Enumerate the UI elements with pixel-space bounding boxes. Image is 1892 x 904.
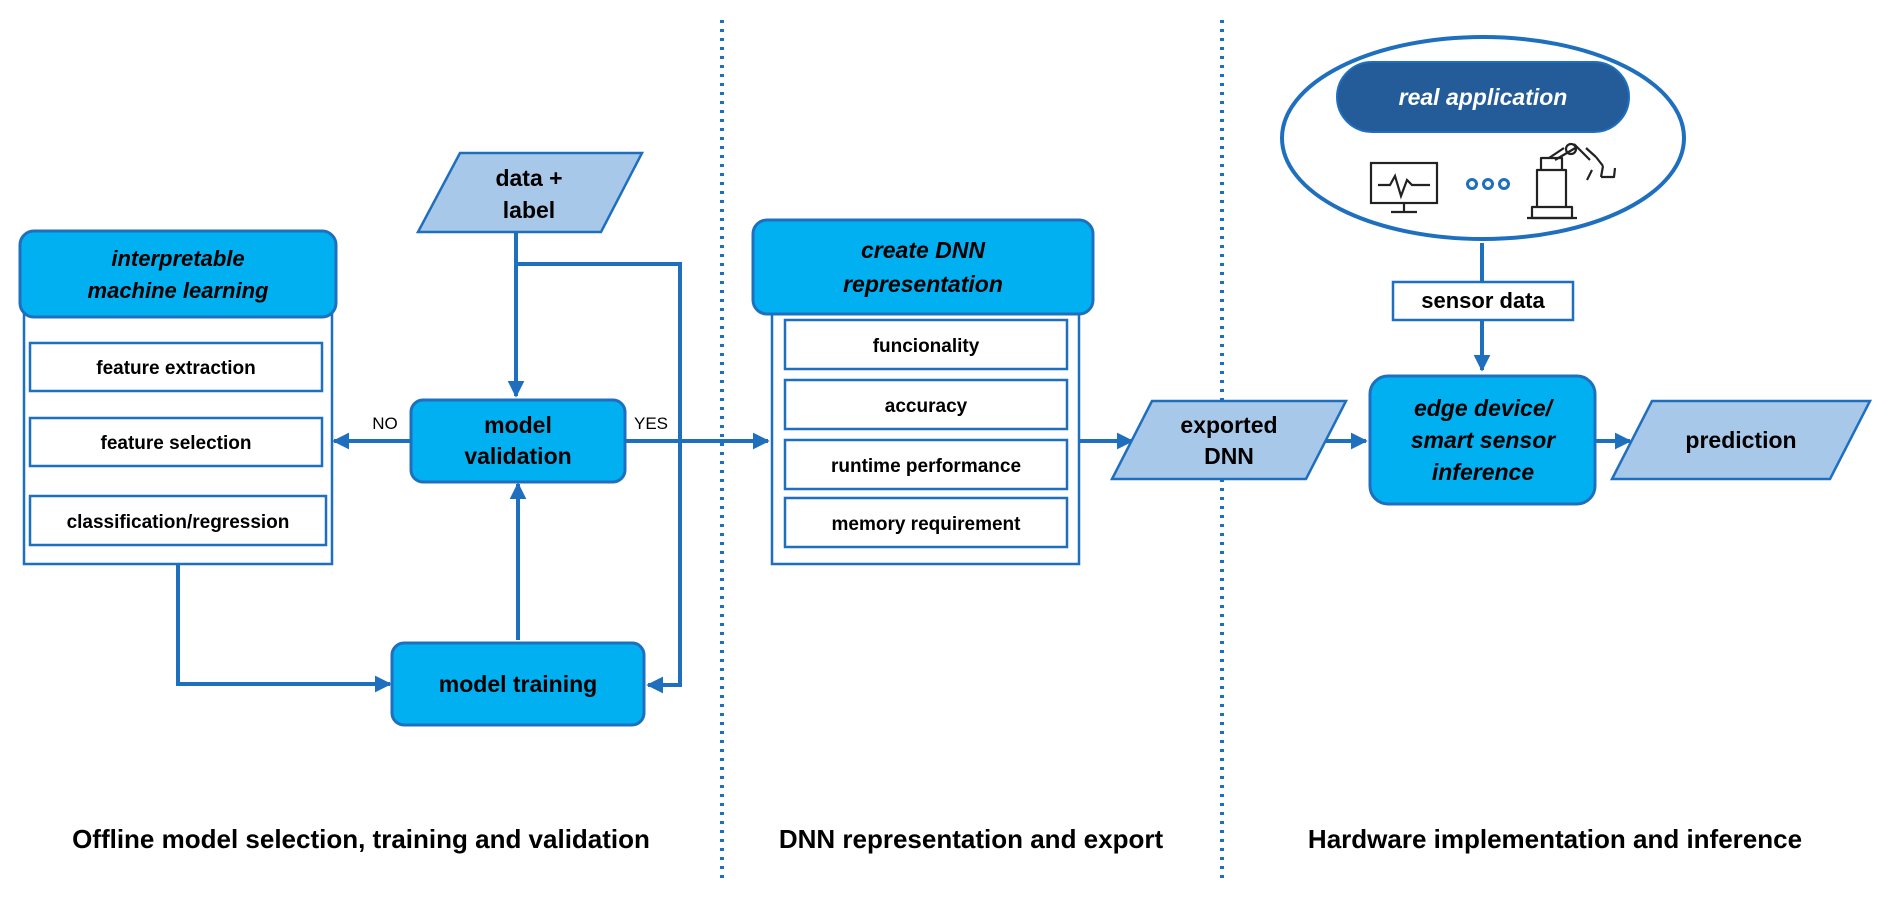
criterion-functionality-box xyxy=(783,318,1069,371)
create-dnn-title-line1: create DNN xyxy=(861,237,985,263)
interpretable-ml-header xyxy=(18,229,338,319)
decision-yes-label: YES xyxy=(634,414,668,433)
model-training-label: model training xyxy=(439,671,597,697)
model-training-box xyxy=(390,641,646,727)
sensor-data-label: sensor data xyxy=(1421,288,1545,313)
criterion-memory-label: memory requirement xyxy=(831,514,1021,535)
section-caption-offline: Offline model selection, training and va… xyxy=(72,824,650,854)
data-label-line1: data + xyxy=(495,165,562,191)
criterion-functionality-label: funcionality xyxy=(873,336,980,357)
sensor-data-box xyxy=(1391,280,1575,322)
criterion-runtime-label: runtime performance xyxy=(831,456,1021,477)
left-connectors xyxy=(176,232,770,694)
monitor-waveform-icon xyxy=(1369,161,1439,214)
exported-dnn-line2: DNN xyxy=(1204,443,1254,469)
criterion-accuracy-label: accuracy xyxy=(885,396,968,417)
criterion-accuracy-box xyxy=(783,378,1069,431)
interpretable-ml-title-line2: machine learning xyxy=(88,278,270,303)
edge-device-line2: smart sensor xyxy=(1411,427,1557,453)
edge-device-box xyxy=(1368,374,1597,506)
decision-no-label: NO xyxy=(372,414,398,433)
edge-device-line1: edge device/ xyxy=(1414,395,1555,421)
data-label-input xyxy=(415,151,645,234)
criterion-runtime-box xyxy=(783,438,1069,491)
create-dnn-header xyxy=(751,218,1095,316)
real-application-pill xyxy=(1336,61,1630,133)
prediction-output xyxy=(1609,399,1873,481)
robot-arm-icon xyxy=(1527,142,1617,220)
right-connectors xyxy=(1326,243,1632,450)
model-validation-line2: validation xyxy=(464,443,571,469)
model-validation-line1: model xyxy=(484,412,552,438)
feature-selection-label: feature selection xyxy=(101,433,252,454)
feature-extraction-box xyxy=(28,341,324,393)
feature-selection-box xyxy=(28,416,324,468)
create-dnn-title-line2: representation xyxy=(843,271,1003,297)
classification-regression-box xyxy=(28,494,328,547)
prediction-label: prediction xyxy=(1685,427,1796,453)
ellipsis-dots-icon xyxy=(1466,178,1510,190)
section-caption-hardware: Hardware implementation and inference xyxy=(1308,824,1802,854)
edge-device-line3: inference xyxy=(1432,459,1534,485)
feature-extraction-label: feature extraction xyxy=(96,358,255,379)
model-validation-box xyxy=(409,398,627,484)
section-caption-dnn: DNN representation and export xyxy=(779,824,1164,854)
real-application-label: real application xyxy=(1399,84,1568,110)
data-label-line2: label xyxy=(503,197,555,223)
interpretable-ml-title-line1: interpretable xyxy=(111,246,244,271)
exported-dnn-output xyxy=(1109,399,1349,481)
exported-dnn-line1: exported xyxy=(1180,412,1277,438)
criterion-memory-box xyxy=(783,496,1069,549)
classification-regression-label: classification/regression xyxy=(67,512,290,533)
